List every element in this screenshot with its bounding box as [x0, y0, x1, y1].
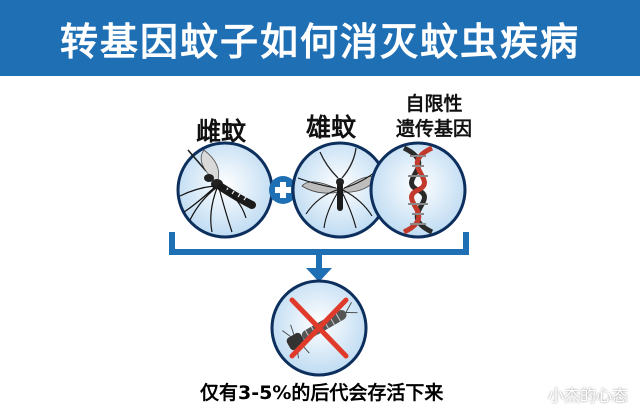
- gene-label-line2: 遗传基因: [395, 118, 472, 140]
- title-banner: 转基因蚊子如何消灭蚊虫疾病: [0, 0, 640, 76]
- female-mosquito-icon: [176, 141, 274, 239]
- cross-icon: [289, 297, 349, 359]
- watermark: 小杰的心态: [547, 386, 628, 405]
- female-mosquito-label: 雌蚊: [196, 117, 247, 146]
- gene-label: 自限性 遗传基因: [386, 92, 482, 142]
- down-arrow-icon: [306, 268, 332, 282]
- plus-icon: [269, 176, 297, 204]
- gene-label-line1: 自限性: [405, 93, 463, 115]
- page-title: 转基因蚊子如何消灭蚊虫疾病: [59, 19, 580, 64]
- dna-helix-icon: [369, 141, 467, 239]
- male-mosquito-label: 雄蚊: [306, 113, 357, 142]
- survival-caption: 仅有3-5%的后代会存活下来: [200, 382, 444, 404]
